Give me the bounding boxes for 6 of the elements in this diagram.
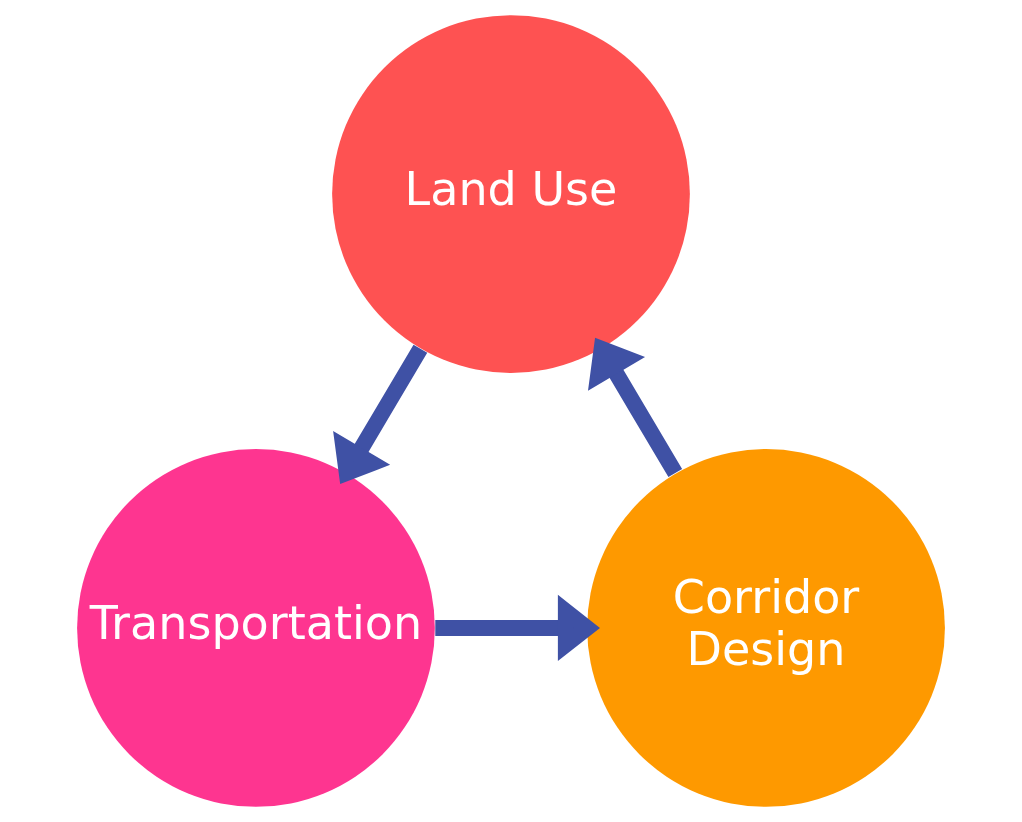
arrow bbox=[435, 594, 600, 662]
arrow bbox=[588, 337, 683, 478]
arrow bbox=[333, 344, 428, 485]
node-circle: Corridor Design bbox=[587, 449, 945, 807]
node-circle: Transportation bbox=[77, 449, 435, 807]
node-circle: Land Use bbox=[332, 15, 690, 373]
